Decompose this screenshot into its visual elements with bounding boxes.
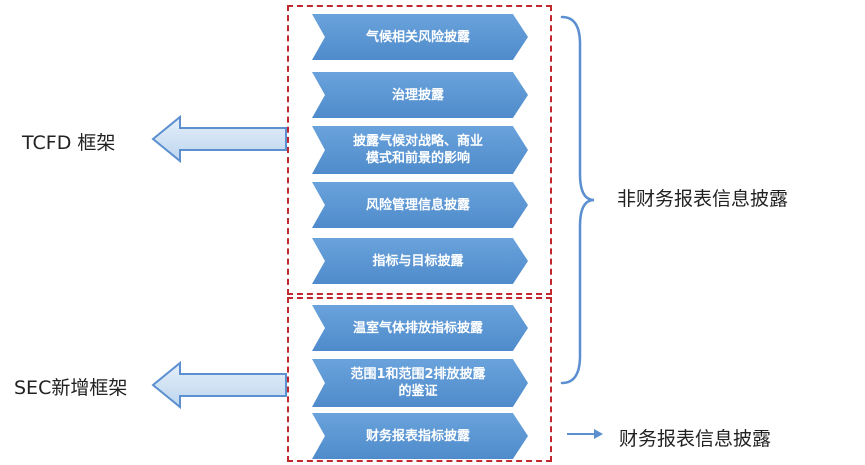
- step-scope-emissions-assurance: 范围1和范围2排放披露的鉴证: [312, 359, 528, 407]
- step-strategy-impact-disclosure: 披露气候对战略、商业模式和前景的影响: [312, 126, 528, 174]
- step-risk-management-disclosure: 风险管理信息披露: [312, 182, 528, 228]
- financial-right-arrow-icon: [567, 429, 603, 439]
- tcfd-left-arrow-icon: [151, 114, 287, 164]
- non-financial-disclosure-label: 非财务报表信息披露: [617, 188, 789, 210]
- step-ghg-metrics-disclosure: 温室气体排放指标披露: [312, 305, 528, 351]
- step-governance-disclosure: 治理披露: [312, 72, 528, 118]
- sec-framework-label: SEC新增框架: [14, 377, 128, 399]
- sec-dashed-box: [287, 297, 552, 462]
- financial-disclosure-label: 财务报表信息披露: [619, 428, 772, 450]
- step-financial-statement-metrics: 财务报表指标披露: [312, 413, 528, 459]
- right-curly-brace-icon: [560, 15, 595, 385]
- sec-left-arrow-icon: [151, 360, 287, 410]
- step-metrics-targets-disclosure: 指标与目标披露: [312, 238, 528, 284]
- tcfd-dashed-box: [287, 5, 552, 295]
- tcfd-framework-label: TCFD 框架: [22, 132, 116, 154]
- step-climate-risk-disclosure: 气候相关风险披露: [312, 14, 528, 60]
